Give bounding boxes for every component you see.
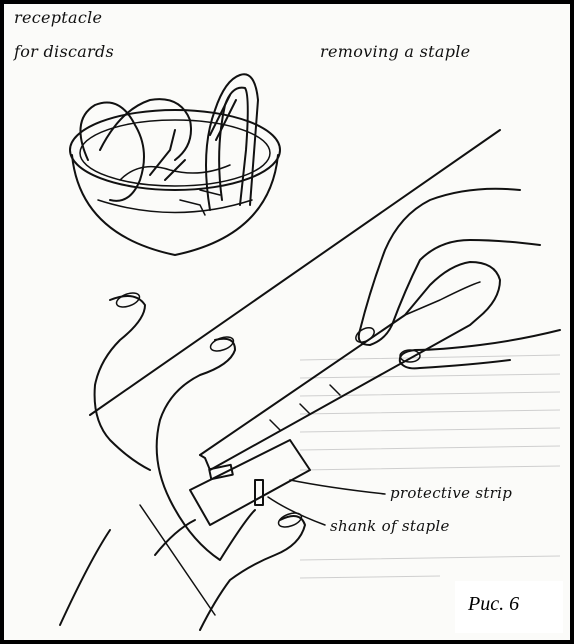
drawing-title: removing a staple [320, 44, 470, 60]
discarded-staples [80, 74, 258, 215]
receptacle-label-line1: receptacle [14, 10, 102, 26]
desk-edge [140, 505, 215, 615]
protective-strip [190, 440, 310, 525]
receptacle-label-line2: for discards [14, 44, 114, 60]
strip-leader-line [290, 480, 385, 494]
background-ghost-lines [300, 355, 560, 578]
protective-strip-label: protective strip [390, 486, 512, 501]
staple-shank [255, 480, 263, 505]
shank-label: shank of staple [330, 519, 450, 534]
left-hand [60, 290, 305, 630]
right-hand [353, 189, 560, 369]
figure-number: Рис. 6 [468, 593, 519, 616]
shank-leader-line [268, 497, 325, 525]
